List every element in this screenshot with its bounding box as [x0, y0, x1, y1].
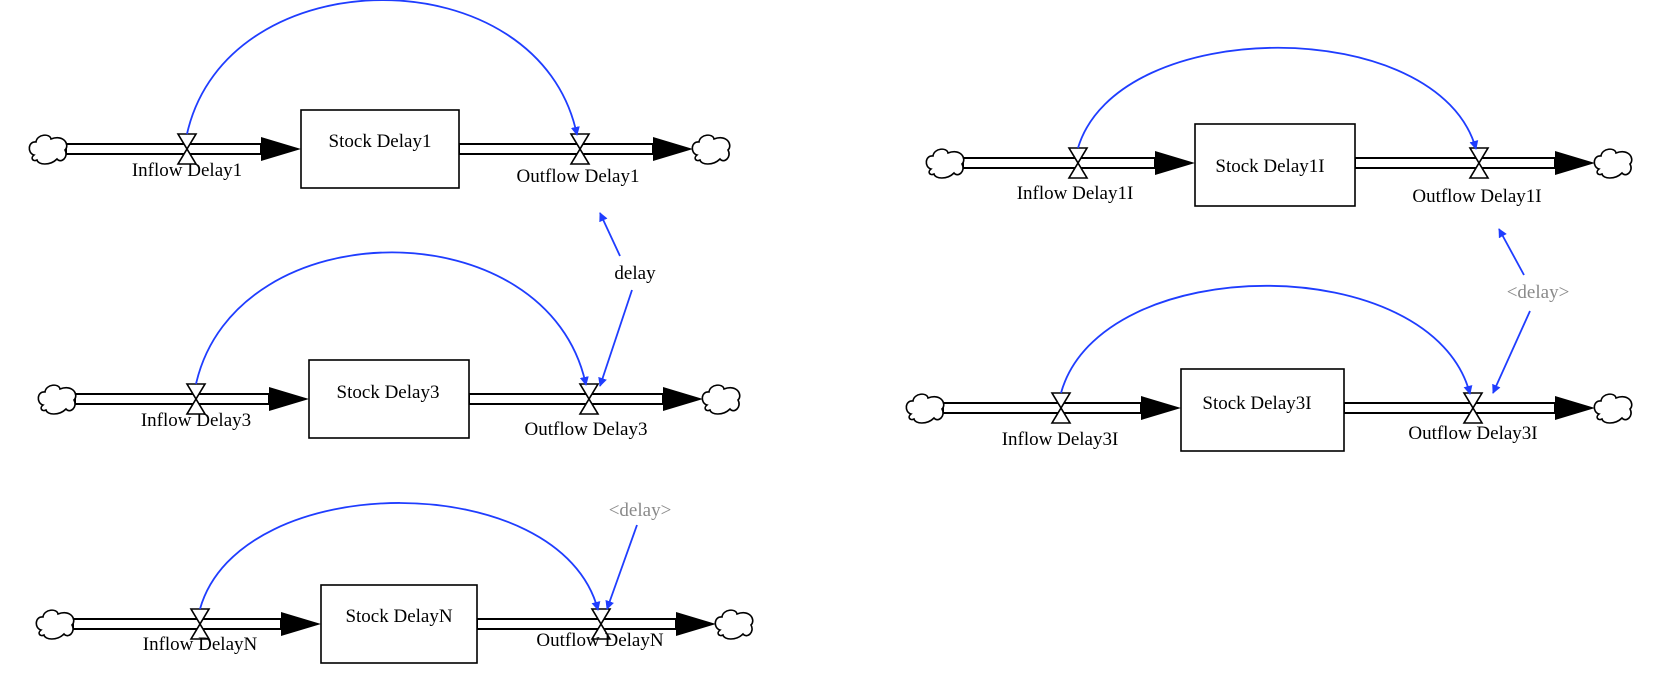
link-delay-shadow-to-outflow-delay1i: [1498, 228, 1525, 276]
source-cloud-icon-delay1: [28, 134, 68, 165]
inflow-pipe-delay3i: [942, 402, 1142, 414]
sink-cloud-icon-delay1i: [1593, 148, 1633, 179]
causal-link-delayn: [199, 502, 601, 611]
stock-box-delay3i: [1180, 368, 1345, 452]
stock-delay3i-label: Stock Delay3I: [1202, 393, 1311, 414]
link-delay-to-outflow-delay1: [599, 212, 621, 257]
outflow-pipe-delay1i: [1354, 157, 1556, 169]
inflow-valve-icon-delay3: [185, 383, 207, 415]
outflow-arrowhead-delay3: [663, 387, 703, 411]
outflow-delay3-label: Outflow Delay3: [525, 419, 648, 440]
outflow-valve-icon-delay3: [578, 383, 600, 415]
stock-box-delay1i: [1194, 123, 1356, 207]
inflow-delay3i-label: Inflow Delay3I: [1002, 429, 1119, 450]
outflow-pipe-delay1: [458, 143, 654, 155]
delay-shadow-variable-label: <delay>: [609, 500, 672, 521]
inflow-delay1-label: Inflow Delay1: [132, 160, 242, 181]
link-delay-to-outflow-delay3: [598, 289, 633, 387]
stock-box-delay3: [308, 359, 470, 439]
causal-link-delay1: [186, 0, 580, 136]
stock-delayn-label: Stock DelayN: [345, 606, 452, 627]
causal-link-delay3i: [1060, 284, 1473, 395]
stock-delay3-label: Stock Delay3: [337, 382, 440, 403]
causal-link-delay1i: [1077, 47, 1479, 150]
outflow-valve-icon-delay3i: [1462, 392, 1484, 424]
outflow-pipe-delayn: [476, 618, 677, 630]
delay-variable-label: delay: [614, 263, 656, 284]
inflow-arrowhead-delay3: [269, 387, 309, 411]
inflow-pipe-delayn: [72, 618, 282, 630]
stock-delay1i-label: Stock Delay1I: [1215, 156, 1324, 177]
inflow-pipe-delay1i: [962, 157, 1156, 169]
stock-box-delay1: [300, 109, 460, 189]
outflow-valve-icon-delay1i: [1468, 147, 1490, 179]
inflow-valve-icon-delay3i: [1050, 392, 1072, 424]
inflow-valve-icon-delay1i: [1067, 147, 1089, 179]
sink-cloud-icon-delay3: [701, 384, 741, 415]
stock-box-delayn: [320, 584, 478, 664]
source-cloud-icon-delayn: [35, 609, 75, 640]
outflow-delay3i-label: Outflow Delay3I: [1408, 423, 1537, 444]
inflow-pipe-delay1: [65, 143, 262, 155]
outflow-arrowhead-delay3i: [1555, 396, 1595, 420]
stock-delay1-label: Stock Delay1: [329, 131, 432, 152]
sink-cloud-icon-delayn: [714, 609, 754, 640]
delay-shadow-variable-right-label: <delay>: [1507, 282, 1570, 303]
inflow-pipe-delay3: [74, 393, 270, 405]
outflow-pipe-delay3: [468, 393, 664, 405]
source-cloud-icon-delay1i: [925, 148, 965, 179]
inflow-arrowhead-delay1: [261, 137, 301, 161]
sink-cloud-icon-delay1: [691, 134, 731, 165]
outflow-arrowhead-delayn: [676, 612, 716, 636]
outflow-arrowhead-delay1i: [1555, 151, 1595, 175]
outflow-valve-icon-delay1: [569, 133, 591, 165]
outflow-delay1-label: Outflow Delay1: [517, 166, 640, 187]
source-cloud-icon-delay3i: [905, 393, 945, 424]
outflow-delay1i-label: Outflow Delay1I: [1412, 186, 1541, 207]
inflow-arrowhead-delay3i: [1141, 396, 1181, 420]
link-delay-shadow-to-outflow-delayn: [605, 524, 638, 610]
sink-cloud-icon-delay3i: [1593, 393, 1633, 424]
outflow-arrowhead-delay1: [653, 137, 693, 161]
inflow-delayn-label: Inflow DelayN: [143, 634, 258, 655]
outflow-pipe-delay3i: [1343, 402, 1556, 414]
outflow-delayn-label: Outflow DelayN: [536, 630, 663, 651]
causal-link-delay3: [195, 251, 589, 386]
link-delay-shadow-to-outflow-delay3i: [1492, 310, 1531, 394]
inflow-delay1i-label: Inflow Delay1I: [1017, 183, 1134, 204]
inflow-arrowhead-delay1i: [1155, 151, 1195, 175]
outflow-valve-icon-delayn: [590, 608, 612, 640]
source-cloud-icon-delay3: [37, 384, 77, 415]
inflow-valve-icon-delayn: [189, 608, 211, 640]
inflow-delay3-label: Inflow Delay3: [141, 410, 251, 431]
inflow-valve-icon-delay1: [176, 133, 198, 165]
inflow-arrowhead-delayn: [281, 612, 321, 636]
